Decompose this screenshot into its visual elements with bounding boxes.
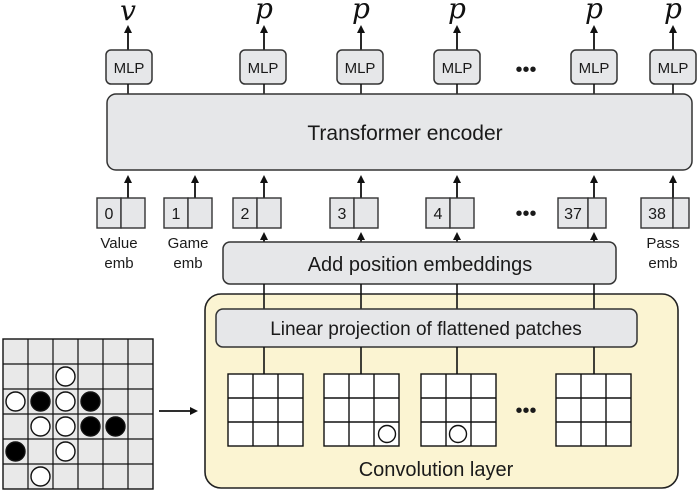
black-stone bbox=[80, 391, 101, 412]
token-box: 0 bbox=[96, 197, 146, 229]
mlp-label: MLP bbox=[658, 60, 689, 77]
linear-projection: Linear projection of flattened patches bbox=[215, 308, 638, 348]
mlp-box: MLP bbox=[433, 49, 481, 85]
token-index: 4 bbox=[434, 206, 443, 223]
black-stone bbox=[5, 441, 26, 462]
mlp-output-arrows bbox=[124, 25, 677, 50]
game-board bbox=[2, 338, 154, 490]
mlp-heads: MLP MLP MLP MLP ••• MLP MLP bbox=[105, 49, 697, 85]
encoder-label: Transformer encoder bbox=[307, 122, 502, 145]
white-stone bbox=[448, 424, 468, 444]
mlp-ellipsis: ••• bbox=[515, 59, 536, 81]
output-policy-symbol: p bbox=[352, 0, 370, 25]
position-embeddings: Add position embeddings bbox=[222, 241, 617, 285]
token-embeddings: 0 1 2 3 4 ••• 37 bbox=[96, 197, 690, 229]
black-stone bbox=[30, 391, 51, 412]
pass-emb-caption: Pass bbox=[646, 235, 679, 252]
white-stone bbox=[377, 424, 397, 444]
position-embeddings-label: Add position embeddings bbox=[308, 254, 533, 276]
output-policy-symbol: p bbox=[255, 0, 273, 25]
patches: ••• bbox=[227, 373, 632, 447]
mlp-box: MLP bbox=[336, 49, 384, 85]
token-box: 1 bbox=[163, 197, 213, 229]
token-index: 1 bbox=[172, 206, 181, 223]
game-emb-caption: emb bbox=[173, 255, 202, 272]
token-box: 38 bbox=[640, 197, 690, 229]
game-emb-caption: Game bbox=[168, 235, 209, 252]
black-stone bbox=[80, 416, 101, 437]
token-index: 0 bbox=[105, 206, 114, 223]
patch-grid bbox=[323, 373, 400, 447]
mlp-box: MLP bbox=[570, 49, 618, 85]
token-captions: Value emb Game emb Pass emb bbox=[100, 235, 679, 272]
mlp-label: MLP bbox=[248, 60, 279, 77]
white-stone bbox=[5, 391, 26, 412]
token-index: 37 bbox=[564, 206, 582, 223]
token-index: 38 bbox=[648, 206, 666, 223]
white-stone bbox=[55, 366, 76, 387]
mlp-box: MLP bbox=[239, 49, 287, 85]
output-labels: v p p p p p bbox=[120, 0, 682, 27]
mlp-label: MLP bbox=[114, 60, 145, 77]
token-index: 3 bbox=[338, 206, 347, 223]
output-value-symbol: v bbox=[120, 0, 136, 27]
token-ellipsis: ••• bbox=[515, 203, 536, 225]
mlp-box: MLP bbox=[649, 49, 697, 85]
white-stone bbox=[55, 391, 76, 412]
white-stone bbox=[30, 416, 51, 437]
value-emb-caption: Value bbox=[100, 235, 137, 252]
pass-emb-caption: emb bbox=[648, 255, 677, 272]
token-box: 4 bbox=[425, 197, 475, 229]
position-token-arrows bbox=[260, 232, 598, 242]
mlp-label: MLP bbox=[442, 60, 473, 77]
mlp-label: MLP bbox=[345, 60, 376, 77]
output-policy-symbol: p bbox=[585, 0, 603, 25]
output-policy-symbol: p bbox=[664, 0, 682, 25]
convolution-layer-label: Convolution layer bbox=[359, 459, 514, 481]
white-stone bbox=[55, 416, 76, 437]
output-policy-symbol: p bbox=[448, 0, 466, 25]
token-encoder-arrows bbox=[124, 175, 677, 198]
patch-projection-connectors bbox=[263, 347, 595, 374]
token-box: 2 bbox=[232, 197, 282, 229]
value-emb-caption: emb bbox=[104, 255, 133, 272]
black-stone bbox=[105, 416, 126, 437]
white-stone bbox=[55, 441, 76, 462]
transformer-encoder: Transformer encoder bbox=[106, 93, 693, 171]
patch-ellipsis: ••• bbox=[515, 400, 536, 422]
linear-projection-label: Linear projection of flattened patches bbox=[270, 319, 582, 340]
mlp-box: MLP bbox=[105, 49, 153, 85]
projection-position-connectors bbox=[263, 284, 595, 309]
token-box: 37 bbox=[557, 197, 607, 229]
token-box: 3 bbox=[329, 197, 379, 229]
patch-grid bbox=[227, 373, 304, 447]
token-index: 2 bbox=[241, 206, 250, 223]
encoder-mlp-connectors bbox=[127, 84, 674, 94]
mlp-label: MLP bbox=[579, 60, 610, 77]
white-stone bbox=[30, 466, 51, 487]
patch-grid bbox=[555, 373, 632, 447]
patch-grid bbox=[420, 373, 497, 447]
